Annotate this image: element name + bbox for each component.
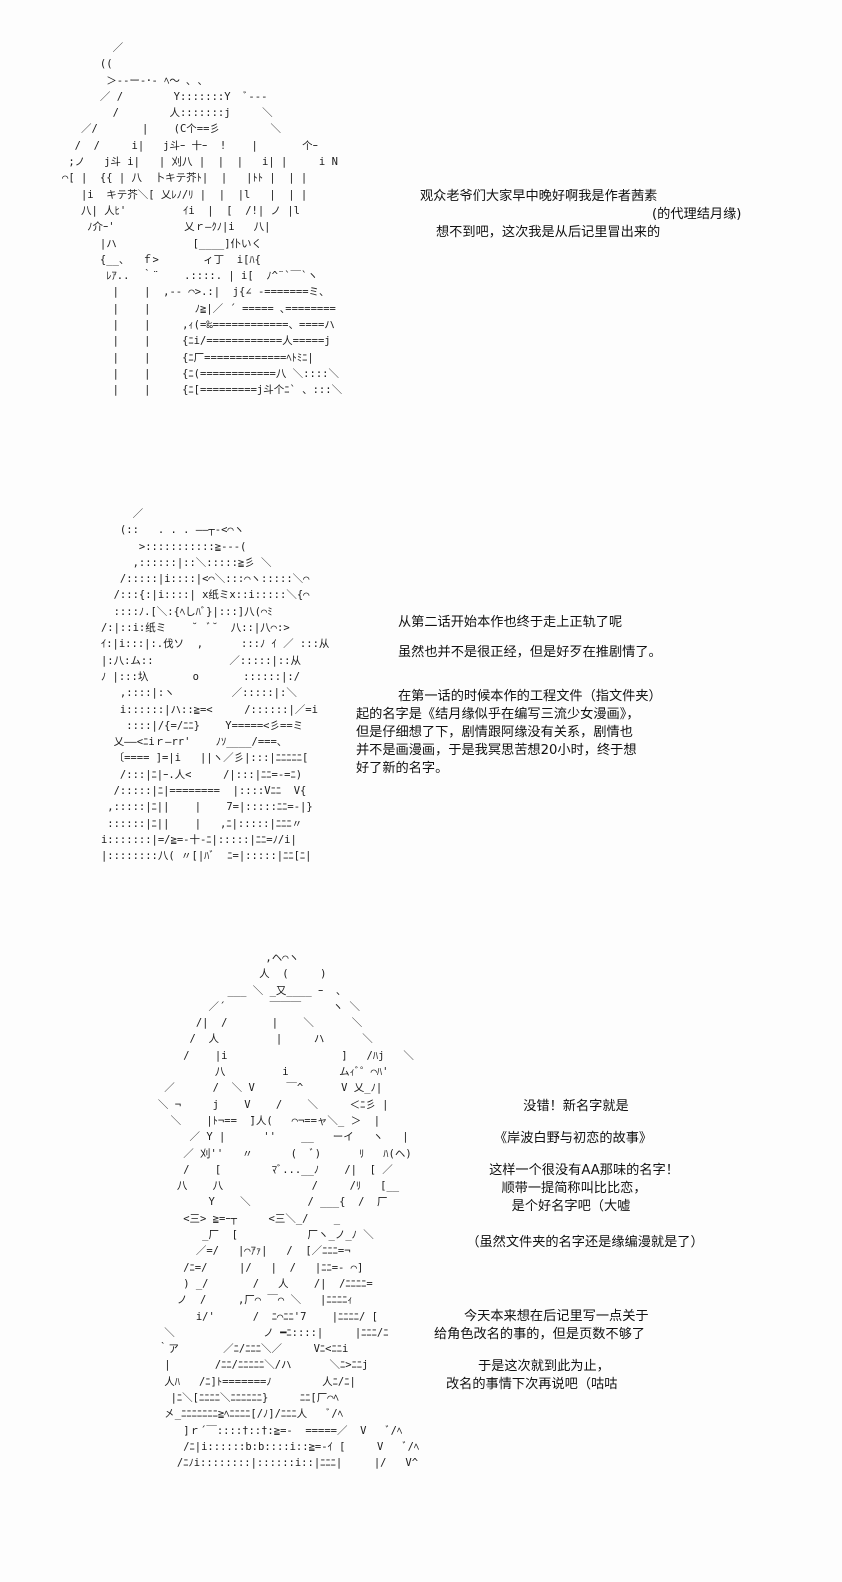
dialogue-line: 《岸波白野与初恋的故事》: [493, 1131, 653, 1146]
panel-1: ／ (( ＞-‐ー‐･‐ ﾍ～ ､ ､ ／ / Y:::::::Y ﾞ--- /…: [0, 0, 842, 460]
panel-1-dialogue: 观众老爷们大家早中晚好啊我是作者茜素 (的代理结月缘) 想不到吧，这次我是从后记…: [412, 188, 812, 242]
dialogue-line: 想不到吧，这次我是从后记里冒出来的: [436, 225, 661, 240]
dialogue-line: 观众老爷们大家早中晚好啊我是作者茜素: [420, 189, 658, 204]
dialogue-line: 于是这次就到此为止，: [478, 1359, 610, 1374]
panel-3: ,ヘ⌒ヽ 人 ( ) ___ ＼ _又____ ｰ 、 ／´ ￣￣￣ ヽ ＼ /…: [0, 940, 842, 1540]
dialogue-line: (的代理结月缘): [652, 207, 742, 222]
dialogue-line: 改名的事情下次再说吧（咕咕: [446, 1377, 618, 1392]
dialogue-line: （虽然文件夹的名字还是缘编漫就是了）: [466, 1235, 704, 1250]
dialogue-line: 在第一话的时候本作的工程文件（指文件夹）: [398, 689, 662, 704]
panel-3-dialogue-bottom: 今天本来想在后记里写一点关于 给角色改名的事的，但是页数不够了 于是这次就到此为…: [434, 1308, 814, 1394]
panel-2-dialogue: 从第二话开始本作也终于走上正轨了呢 虽然也并不是很正经，但是好歹在推剧情了。 在…: [356, 614, 736, 778]
dialogue-line: 起的名字是《结月缘似乎在编写三流少女漫画》，: [356, 707, 640, 722]
dialogue-line: 给角色改名的事的，但是页数不够了: [434, 1327, 645, 1342]
panel-3-dialogue-top: 没错！新名字就是 《岸波白野与初恋的故事》 这样一个很没有AA那味的名字！ 顺带…: [446, 1098, 736, 1252]
dialogue-line: 好了新的名字。: [356, 761, 449, 776]
dialogue-line: 并不是画漫画，于是我冥思苦想20小时，终于想: [356, 743, 637, 758]
dialogue-line: 今天本来想在后记里写一点关于: [464, 1309, 649, 1324]
dialogue-line: 但是仔细想了下，剧情跟阿缘没有关系，剧情也: [356, 725, 633, 740]
ascii-art-character-3: ,ヘ⌒ヽ 人 ( ) ___ ＼ _又____ ｰ 、 ／´ ￣￣￣ ヽ ＼ /…: [157, 952, 420, 1470]
dialogue-line: 从第二话开始本作也终于走上正轨了呢: [398, 615, 623, 630]
panel-2: ／ (:: . . . ――┬-<⌒ヽ >:::::::::::≧---( ,:…: [0, 490, 842, 910]
ascii-art-character-1: ／ (( ＞-‐ー‐･‐ ﾍ～ ､ ､ ／ / Y:::::::Y ﾞ--- /…: [62, 42, 343, 397]
dialogue-line: 是个好名字吧（大嘘: [511, 1199, 631, 1214]
ascii-art-character-2: ／ (:: . . . ――┬-<⌒ヽ >:::::::::::≧---( ,:…: [100, 508, 330, 863]
dialogue-line: 这样一个很没有AA那味的名字！: [489, 1163, 679, 1178]
dialogue-line: 顺带一提简称叫比比恋，: [501, 1181, 647, 1196]
dialogue-line: 没错！新名字就是: [523, 1099, 629, 1114]
dialogue-line: 虽然也并不是很正经，但是好歹在推剧情了。: [398, 645, 662, 660]
